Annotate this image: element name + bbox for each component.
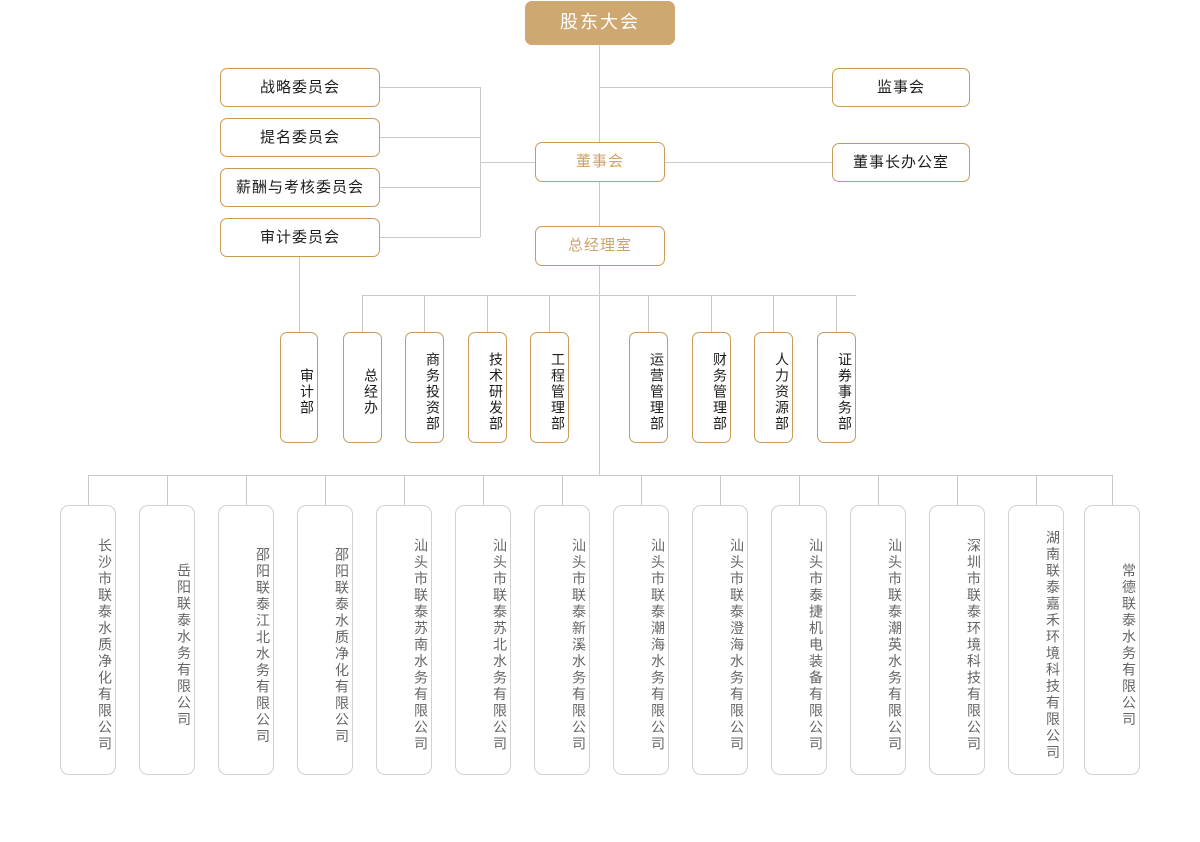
node-subsidiary-shantou-taijie-electromechanical[interactable]: 汕头市泰捷机电装备有限公司 [771, 505, 827, 775]
node-subsidiary-yueyang-water[interactable]: 岳阳联泰水务有限公司 [139, 505, 195, 775]
connector-chairman-office [665, 162, 832, 163]
node-committee-remuneration-appraisal[interactable]: 薪酬与考核委员会 [220, 168, 380, 207]
node-subsidiary-shenzhen-environment-tech[interactable]: 深圳市联泰环境科技有限公司 [929, 505, 985, 775]
node-board-of-directors[interactable]: 董事会 [535, 142, 665, 182]
connector-drop-sub-0 [88, 475, 89, 505]
connector-drop-dept-3 [549, 295, 550, 332]
connector-drop-sub-6 [562, 475, 563, 505]
node-subsidiary-shantou-chaohai-water[interactable]: 汕头市联泰潮海水务有限公司 [613, 505, 669, 775]
node-committee-audit[interactable]: 审计委员会 [220, 218, 380, 257]
connector-drop-dept-6 [773, 295, 774, 332]
node-subsidiary-shantou-sunan-water[interactable]: 汕头市联泰苏南水务有限公司 [376, 505, 432, 775]
node-subsidiary-changde-water[interactable]: 常德联泰水务有限公司 [1084, 505, 1140, 775]
connector-committee-audit [380, 237, 480, 238]
connector-drop-dept-0 [362, 295, 363, 332]
connector-drop-sub-8 [720, 475, 721, 505]
connector-supervisory-board [599, 87, 832, 88]
node-committee-strategy[interactable]: 战略委员会 [220, 68, 380, 107]
node-subsidiary-hunan-jiahe-environment-tech[interactable]: 湖南联泰嘉禾环境科技有限公司 [1008, 505, 1064, 775]
connector-department-bus [362, 295, 856, 296]
node-subsidiary-shaoyang-water-purification[interactable]: 邵阳联泰水质净化有限公司 [297, 505, 353, 775]
node-dept-general-manager-office[interactable]: 总经办 [343, 332, 382, 443]
node-committee-nomination[interactable]: 提名委员会 [220, 118, 380, 157]
node-dept-business-investment[interactable]: 商务投资部 [405, 332, 444, 443]
node-gm-office[interactable]: 总经理室 [535, 226, 665, 266]
connector-drop-dept-2 [487, 295, 488, 332]
connector-drop-sub-3 [325, 475, 326, 505]
connector-committee-remuneration [380, 187, 480, 188]
connector-drop-sub-12 [1036, 475, 1037, 505]
node-dept-operations-management[interactable]: 运营管理部 [629, 332, 668, 443]
node-subsidiary-shantou-subei-water[interactable]: 汕头市联泰苏北水务有限公司 [455, 505, 511, 775]
node-dept-securities-affairs[interactable]: 证券事务部 [817, 332, 856, 443]
node-subsidiary-shaoyang-jiangbei-water[interactable]: 邵阳联泰江北水务有限公司 [218, 505, 274, 775]
node-dept-technology-rd[interactable]: 技术研发部 [468, 332, 507, 443]
connector-drop-sub-9 [799, 475, 800, 505]
connector-drop-sub-13 [1112, 475, 1113, 505]
node-dept-finance-management[interactable]: 财务管理部 [692, 332, 731, 443]
node-subsidiary-shantou-xinxi-water[interactable]: 汕头市联泰新溪水务有限公司 [534, 505, 590, 775]
node-dept-human-resources[interactable]: 人力资源部 [754, 332, 793, 443]
connector-drop-sub-10 [878, 475, 879, 505]
connector-drop-sub-1 [167, 475, 168, 505]
node-supervisory-board[interactable]: 监事会 [832, 68, 970, 107]
connector-audit-committee-to-audit-dept [299, 257, 300, 332]
connector-subsidiary-bus [88, 475, 1113, 476]
node-dept-engineering-management[interactable]: 工程管理部 [530, 332, 569, 443]
node-chairman-office[interactable]: 董事长办公室 [832, 143, 970, 182]
node-subsidiary-changsha-water-purification[interactable]: 长沙市联泰水质净化有限公司 [60, 505, 116, 775]
node-subsidiary-shantou-chenghai-water[interactable]: 汕头市联泰澄海水务有限公司 [692, 505, 748, 775]
node-audit-department[interactable]: 审计部 [280, 332, 318, 443]
connector-committee-nomination [380, 137, 480, 138]
connector-drop-sub-4 [404, 475, 405, 505]
node-subsidiary-shantou-chaoying-water[interactable]: 汕头市联泰潮英水务有限公司 [850, 505, 906, 775]
connector-drop-dept-1 [424, 295, 425, 332]
connector-committee-strategy [380, 87, 480, 88]
connector-drop-dept-5 [711, 295, 712, 332]
connector-drop-sub-11 [957, 475, 958, 505]
connector-drop-sub-7 [641, 475, 642, 505]
connector-drop-dept-7 [836, 295, 837, 332]
connector-drop-sub-2 [246, 475, 247, 505]
connector-drop-sub-5 [483, 475, 484, 505]
connector-drop-dept-4 [648, 295, 649, 332]
node-shareholders-meeting[interactable]: 股东大会 [525, 1, 675, 45]
connector-committees-to-board [480, 162, 535, 163]
